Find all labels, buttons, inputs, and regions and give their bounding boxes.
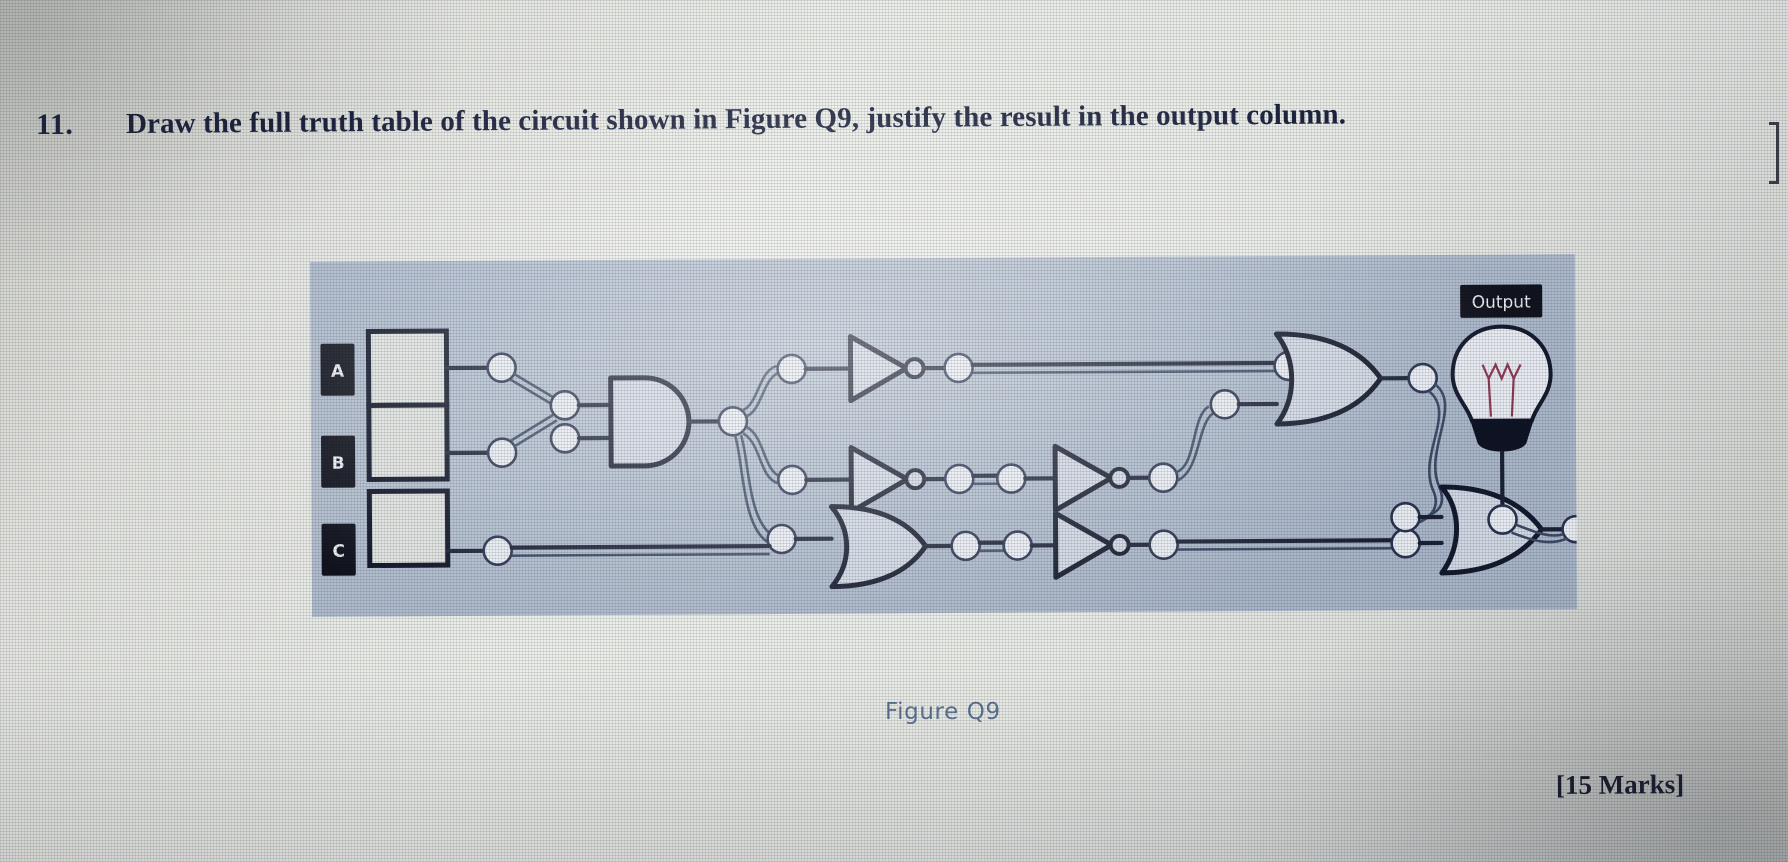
figure-caption: Figure Q9	[885, 699, 1001, 725]
wire-node[interactable]	[1209, 388, 1241, 420]
wire-node[interactable]	[950, 530, 981, 562]
wire-node[interactable]	[486, 437, 518, 468]
question-text: Draw the full truth table of the circuit…	[125, 98, 1347, 140]
not-gate-1[interactable]	[847, 334, 926, 404]
input-label-a: A	[331, 362, 345, 382]
input-switch-a[interactable]: A	[320, 328, 450, 409]
or-gate-1[interactable]	[828, 504, 929, 590]
input-label-c: C	[332, 542, 345, 562]
wire-node[interactable]	[549, 390, 581, 421]
wire-node[interactable]	[1487, 504, 1518, 535]
wire-node[interactable]	[549, 423, 581, 454]
wire-node[interactable]	[995, 463, 1027, 494]
and-gate[interactable]	[608, 375, 692, 469]
wire-node[interactable]	[1390, 527, 1421, 559]
not-gate-4[interactable]	[1052, 510, 1131, 580]
circuit-simulator-panel: A B C	[309, 254, 1578, 617]
wire-node-and-output[interactable]	[717, 405, 749, 437]
wire-node[interactable]	[766, 523, 797, 555]
output-label: Output	[1472, 292, 1532, 312]
page-edge-bracket-mark	[1769, 122, 1779, 184]
wire-node[interactable]	[482, 535, 513, 567]
wire-node-output[interactable]	[1561, 514, 1578, 544]
output-lamp: Output	[1450, 284, 1569, 544]
input-switch-c[interactable]: C	[321, 488, 451, 576]
wire-node[interactable]	[1407, 362, 1438, 394]
not-gate-2[interactable]	[848, 445, 927, 515]
wire-node[interactable]	[1148, 529, 1179, 560]
wire-node[interactable]	[486, 352, 517, 383]
wire-node[interactable]	[776, 464, 808, 496]
input-switch-b[interactable]: B	[321, 402, 450, 488]
wire-node[interactable]	[1002, 530, 1033, 561]
wire-node[interactable]	[1390, 501, 1421, 533]
or-gate-2[interactable]	[1273, 331, 1384, 427]
marks-label: [15 Marks]	[1555, 769, 1685, 800]
wire-node[interactable]	[943, 352, 974, 384]
wire-node[interactable]	[943, 463, 975, 495]
wire-node[interactable]	[1147, 462, 1179, 493]
question-number: 11.	[36, 108, 74, 141]
wire-node[interactable]	[776, 353, 807, 385]
not-gate-3[interactable]	[1052, 443, 1131, 513]
input-label-b: B	[332, 454, 345, 474]
